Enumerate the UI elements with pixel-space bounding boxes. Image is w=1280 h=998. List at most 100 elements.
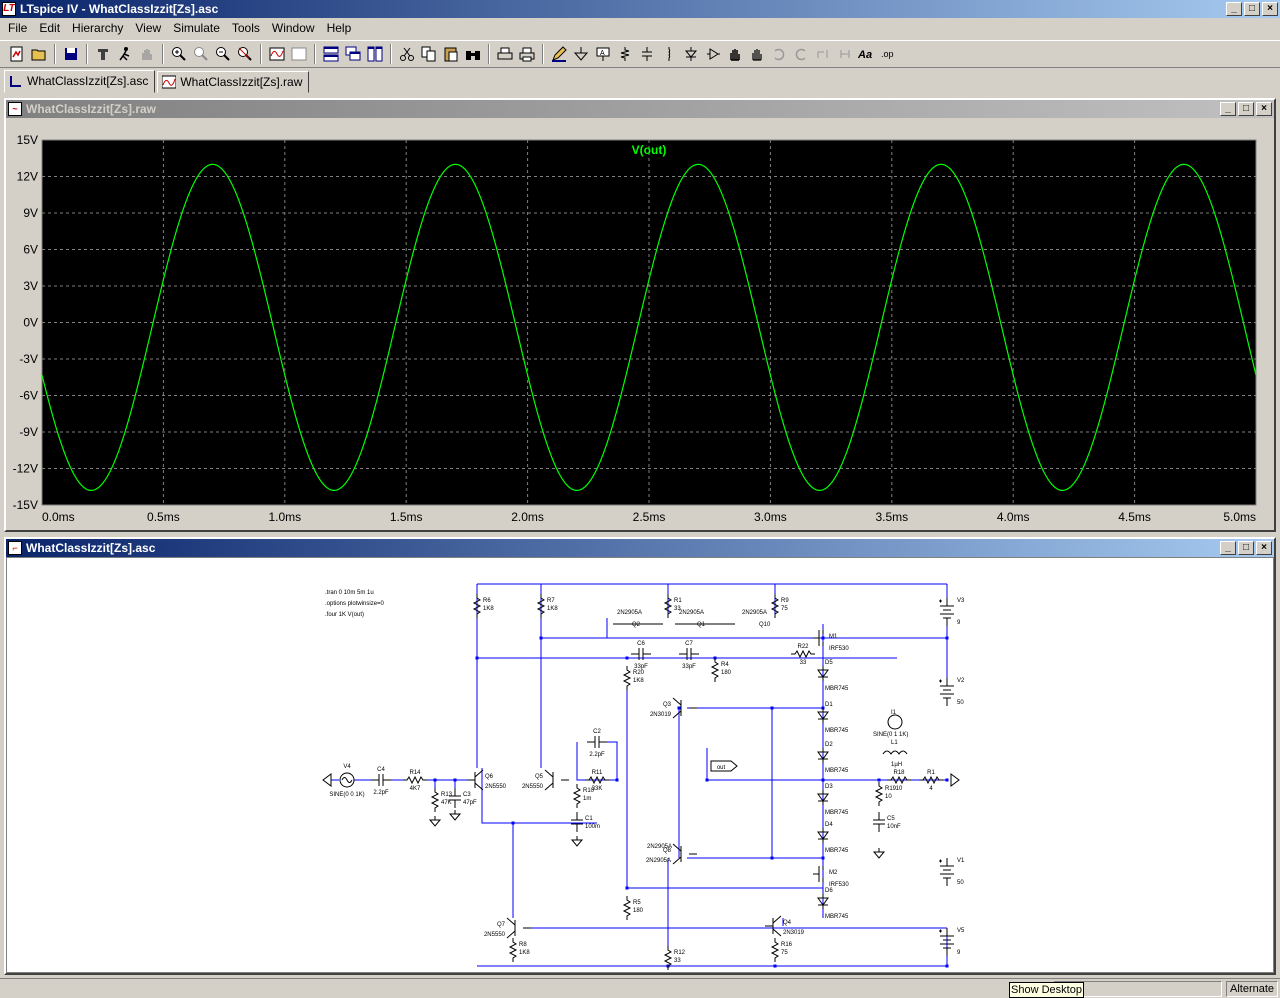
x-tick-label: 0.0ms — [42, 510, 75, 524]
draw-wire-pencil-icon[interactable] — [548, 43, 570, 65]
control-panel-hammer-icon[interactable] — [92, 43, 114, 65]
maximize-button[interactable]: □ — [1244, 2, 1260, 16]
menu-edit[interactable]: Edit — [39, 21, 61, 35]
component-label: 4K7 — [410, 786, 421, 792]
new-schematic-icon[interactable] — [6, 43, 28, 65]
component-label: 10 — [885, 794, 892, 800]
resistor-symbol — [663, 946, 673, 970]
rotate-icon[interactable] — [812, 43, 834, 65]
x-tick-label: 5.0ms — [1223, 510, 1256, 524]
component-label: Q4 — [783, 920, 792, 926]
text-aa-icon[interactable]: Aa — [856, 43, 878, 65]
copy-icon[interactable] — [418, 43, 440, 65]
zoom-out-icon[interactable] — [212, 43, 234, 65]
x-tick-label: 4.5ms — [1118, 510, 1151, 524]
ground-icon[interactable] — [570, 43, 592, 65]
component-label: 2N2905A — [647, 844, 672, 850]
junction-dot — [821, 778, 825, 782]
window-title: LTspice IV - WhatClassIzzit[Zs].asc — [20, 2, 219, 16]
ground-symbol — [448, 810, 462, 821]
y-tick-label: -3V — [19, 352, 38, 366]
run-icon[interactable] — [114, 43, 136, 65]
menu-view[interactable]: View — [135, 21, 162, 35]
title-bar: LT LTspice IV - WhatClassIzzit[Zs].asc _… — [0, 0, 1280, 18]
resistor-icon[interactable] — [614, 43, 636, 65]
paste-icon[interactable] — [440, 43, 462, 65]
component-label: R11 — [592, 770, 603, 776]
tile-horizontal-icon[interactable] — [320, 43, 342, 65]
tile-vertical-icon[interactable] — [364, 43, 386, 65]
junction-dot — [770, 706, 774, 710]
wire — [540, 618, 947, 639]
redo-icon[interactable] — [790, 43, 812, 65]
menu-window[interactable]: Window — [271, 21, 315, 35]
component-label: Q1 — [697, 622, 706, 628]
spice-directive-op-icon[interactable]: .op — [878, 43, 900, 65]
plot-settings-icon[interactable] — [288, 43, 310, 65]
ground-symbol — [570, 836, 584, 847]
diode-symbol — [817, 708, 829, 723]
save-icon[interactable] — [60, 43, 82, 65]
capacitor-symbol — [873, 812, 885, 832]
pan-icon[interactable] — [190, 43, 212, 65]
schematic-canvas[interactable]: .tran 0 10m 5m 1u.options plotwinsize=0.… — [6, 557, 1274, 973]
plot-maximize-button[interactable]: □ — [1238, 102, 1254, 116]
component-label: 2.2pF — [373, 790, 389, 796]
mirror-icon[interactable] — [834, 43, 856, 65]
plot-minimize-button[interactable]: _ — [1220, 102, 1236, 116]
plot-window-title: WhatClassIzzit[Zs].raw — [26, 102, 157, 116]
close-button[interactable]: × — [1262, 2, 1278, 16]
minimize-button[interactable]: _ — [1226, 2, 1242, 16]
inductor-icon[interactable] — [658, 43, 680, 65]
plot-window-title-bar[interactable]: ~ WhatClassIzzit[Zs].raw _ □ × — [6, 100, 1274, 118]
component-icon[interactable] — [702, 43, 724, 65]
component-label: D4 — [825, 822, 833, 828]
menu-simulate[interactable]: Simulate — [173, 21, 220, 35]
undo-icon[interactable] — [768, 43, 790, 65]
tab-schematic[interactable]: WhatClassIzzit[Zs].asc — [4, 70, 156, 93]
status-mode: Alternate — [1226, 981, 1278, 997]
label-net-icon[interactable]: A — [592, 43, 614, 65]
current-source-symbol — [887, 714, 903, 730]
component-label: V4 — [343, 764, 351, 770]
diode-icon[interactable] — [680, 43, 702, 65]
print-setup-icon[interactable] — [494, 43, 516, 65]
autorange-icon[interactable] — [266, 43, 288, 65]
menu-hierarchy[interactable]: Hierarchy — [72, 21, 124, 35]
plot-close-button[interactable]: × — [1256, 102, 1272, 116]
component-label: D2 — [825, 742, 833, 748]
component-label: L1 — [891, 740, 898, 746]
zoom-in-icon[interactable] — [168, 43, 190, 65]
schematic-close-button[interactable]: × — [1256, 541, 1272, 555]
capacitor-icon[interactable] — [636, 43, 658, 65]
open-folder-icon[interactable] — [28, 43, 50, 65]
cascade-icon[interactable] — [342, 43, 364, 65]
cut-scissors-icon[interactable] — [396, 43, 418, 65]
zoom-fit-icon[interactable] — [234, 43, 256, 65]
schematic-minimize-button[interactable]: _ — [1220, 541, 1236, 555]
drag-hand-icon[interactable] — [746, 43, 768, 65]
schematic-window-title-bar[interactable]: ⌐ WhatClassIzzit[Zs].asc _ □ × — [6, 539, 1274, 557]
schematic-maximize-button[interactable]: □ — [1238, 541, 1254, 555]
move-hand-icon[interactable] — [724, 43, 746, 65]
y-tick-label: -12V — [13, 462, 38, 476]
print-icon[interactable] — [516, 43, 538, 65]
tab-waveform[interactable]: WhatClassIzzit[Zs].raw — [157, 71, 310, 93]
ltspice-icon[interactable]: LT — [2, 2, 16, 16]
schematic-drawing[interactable]: .tran 0 10m 5m 1u.options plotwinsize=0.… — [7, 558, 1273, 973]
component-label: .four 1K V(out) — [325, 612, 364, 618]
wire — [481, 768, 597, 824]
diode-symbol — [817, 894, 829, 909]
capacitor-symbol — [371, 774, 391, 786]
svg-text:A: A — [600, 50, 605, 57]
menu-file[interactable]: File — [8, 21, 28, 35]
menu-help[interactable]: Help — [326, 21, 352, 35]
menu-tools[interactable]: Tools — [231, 21, 260, 35]
input-port-symbol — [322, 773, 332, 787]
halt-hand-icon[interactable] — [136, 43, 158, 65]
component-label: R20 — [633, 670, 645, 676]
find-binoculars-icon[interactable] — [462, 43, 484, 65]
